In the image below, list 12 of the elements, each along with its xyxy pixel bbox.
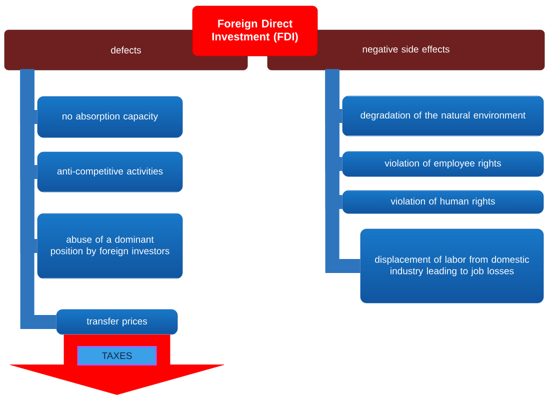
process-box: no absorption capacity	[37, 96, 183, 138]
process-box: violation of human rights	[342, 190, 544, 214]
process-box: displacement of labor from domestic industry leading to job losses	[360, 228, 544, 304]
connector-line	[325, 69, 360, 273]
process-box: violation of employee rights	[342, 151, 544, 177]
process-box: abuse of a dominant position by foreign investors	[37, 213, 183, 279]
process-box: transfer prices	[56, 309, 178, 335]
process-box: anti-competitive activities	[37, 152, 183, 192]
title-box: Foreign Direct Investment (FDI)	[192, 6, 318, 56]
process-box: degradation of the natural environment	[342, 96, 544, 136]
edge-label: TAXES	[77, 346, 157, 366]
connector-line	[20, 69, 56, 329]
